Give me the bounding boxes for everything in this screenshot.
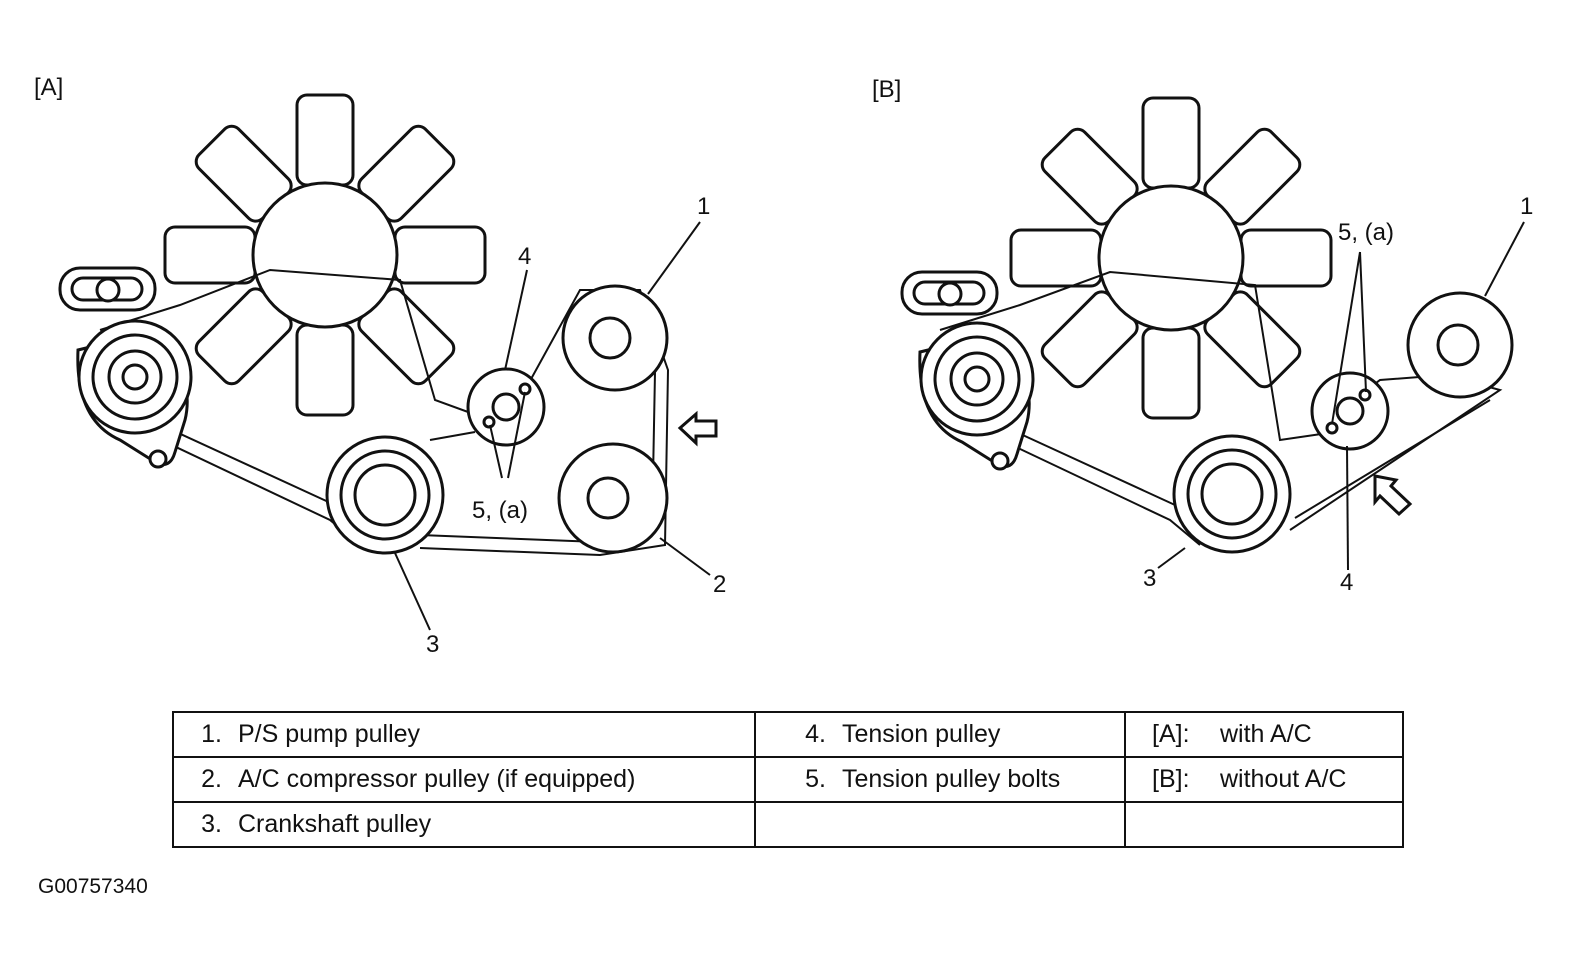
legend-tag: [B]: (1152, 765, 1190, 793)
legend-number: 1. (201, 720, 222, 748)
legend-number: 4. (805, 720, 826, 748)
legend-cell: 5. Tension pulley bolts (754, 756, 1126, 803)
view-arrow-icon (677, 410, 718, 447)
view-arrow-icon (1373, 474, 1413, 517)
callout-1: 1 (1520, 193, 1533, 220)
legend-number: 5. (805, 765, 826, 793)
panel-tag: [A] (34, 74, 64, 101)
legend-text: Tension pulley bolts (842, 765, 1061, 793)
belt-routing-drawing: 1 4 5, (a) 2 3 (58, 93, 726, 658)
table-row: 1. P/S pump pulley 4. Tension pulley [A]: w… (172, 711, 1404, 758)
crankshaft-pulley (325, 435, 445, 555)
legend-text: without A/C (1220, 765, 1347, 793)
legend-cell (1124, 801, 1404, 848)
fan-icon (163, 93, 487, 417)
tension-pulley (1310, 371, 1390, 451)
legend-number: 3. (201, 810, 222, 838)
ps-pump-pulley (1406, 291, 1514, 399)
legend-text: Tension pulley (842, 720, 1001, 748)
tension-pulley (466, 367, 546, 447)
legend-cell: [A]: with A/C (1124, 711, 1404, 758)
belt-routing-drawing: 1 5, (a) 4 3 (900, 96, 1533, 596)
ac-compressor-pulley (557, 442, 669, 554)
diagram-with-ac: [A] (0, 0, 790, 680)
table-row: 2. A/C compressor pulley (if equipped) 5.… (172, 756, 1404, 803)
callout-3: 3 (1143, 565, 1156, 592)
legend-cell: 3. Crankshaft pulley (172, 801, 756, 848)
crankshaft-pulley (1172, 434, 1292, 554)
panel-tag: [B] (872, 76, 902, 103)
callout-5a: 5, (a) (1338, 219, 1394, 246)
table-row: 3. Crankshaft pulley (172, 801, 1404, 848)
fan-icon (1009, 96, 1333, 420)
legend-table: 1. P/S pump pulley 4. Tension pulley [A]: w… (172, 711, 1404, 848)
legend-text: Crankshaft pulley (238, 810, 432, 838)
legend-tag: [A]: (1152, 720, 1190, 748)
legend-cell: 2. A/C compressor pulley (if equipped) (172, 756, 756, 803)
callout-1: 1 (697, 193, 710, 220)
legend-cell: [B]: without A/C (1124, 756, 1404, 803)
legend-cell (754, 801, 1126, 848)
callout-2: 2 (713, 571, 726, 598)
leader-lines (1157, 221, 1525, 571)
alternator-pulley (919, 321, 1035, 437)
figure-id: G00757340 (38, 875, 148, 898)
legend-text: P/S pump pulley (238, 720, 421, 748)
ps-pump-pulley (561, 284, 669, 392)
callout-3: 3 (426, 631, 439, 658)
legend-text: with A/C (1220, 720, 1312, 748)
legend-text: A/C compressor pulley (if equipped) (238, 765, 636, 793)
alternator-pulley (77, 319, 193, 435)
legend-cell: 1. P/S pump pulley (172, 711, 756, 758)
leader-lines (394, 221, 711, 631)
callout-5a: 5, (a) (472, 497, 528, 524)
legend-number: 2. (201, 765, 222, 793)
callout-4: 4 (1340, 569, 1353, 596)
legend-cell: 4. Tension pulley (754, 711, 1126, 758)
diagram-without-ac: [B] (840, 0, 1580, 680)
callout-4: 4 (518, 243, 531, 270)
